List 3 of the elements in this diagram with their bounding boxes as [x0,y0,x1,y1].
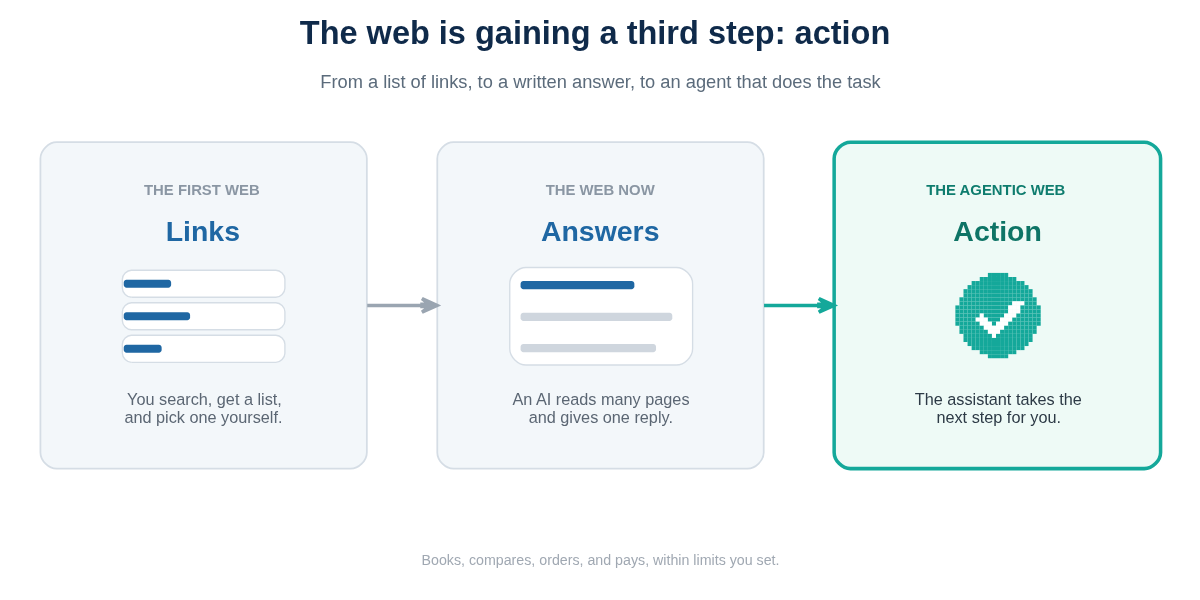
diagram-title: The web is gaining a third step: action [299,14,890,51]
label: Books, compares, orders, and pays, within limits you set. [421,552,779,569]
label: From a list of links, to a written answer, to an agent that does the task [319,71,881,93]
